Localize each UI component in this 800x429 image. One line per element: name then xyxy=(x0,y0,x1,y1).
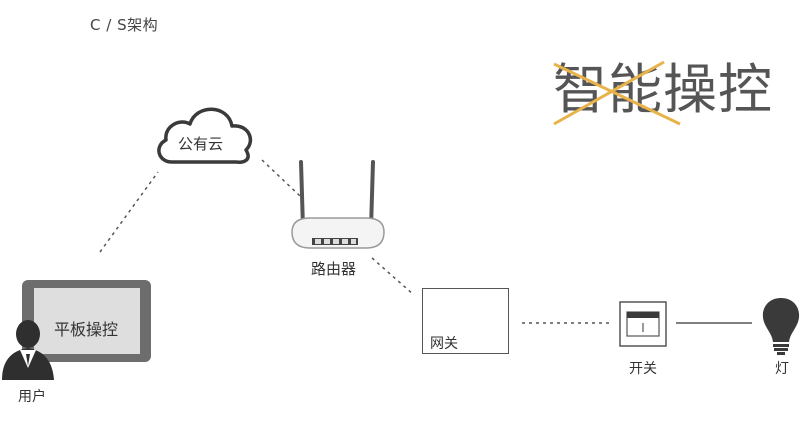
gateway-label: 网关 xyxy=(430,336,458,352)
cross-mark-icon xyxy=(553,60,681,126)
header-title: C / S架构 xyxy=(90,16,159,34)
router-icon xyxy=(291,160,385,249)
user-icon xyxy=(2,320,54,380)
router-label: 路由器 xyxy=(311,260,357,278)
lightbulb-icon xyxy=(762,298,800,355)
user-label: 用户 xyxy=(18,389,46,405)
gateway-box xyxy=(422,288,509,354)
tablet-icon xyxy=(22,280,151,362)
link-cloud-router xyxy=(261,159,301,197)
cloud-icon xyxy=(157,107,253,164)
switch-label: 开关 xyxy=(629,361,657,377)
lamp-label: 灯 xyxy=(775,361,789,377)
link-tablet-cloud xyxy=(99,171,159,253)
cloud-label: 公有云 xyxy=(178,135,224,153)
headline: 智能操控 xyxy=(553,58,773,121)
switch-icon xyxy=(619,301,667,347)
tablet-label: 平板操控 xyxy=(54,320,119,339)
link-router-gateway xyxy=(371,257,415,296)
